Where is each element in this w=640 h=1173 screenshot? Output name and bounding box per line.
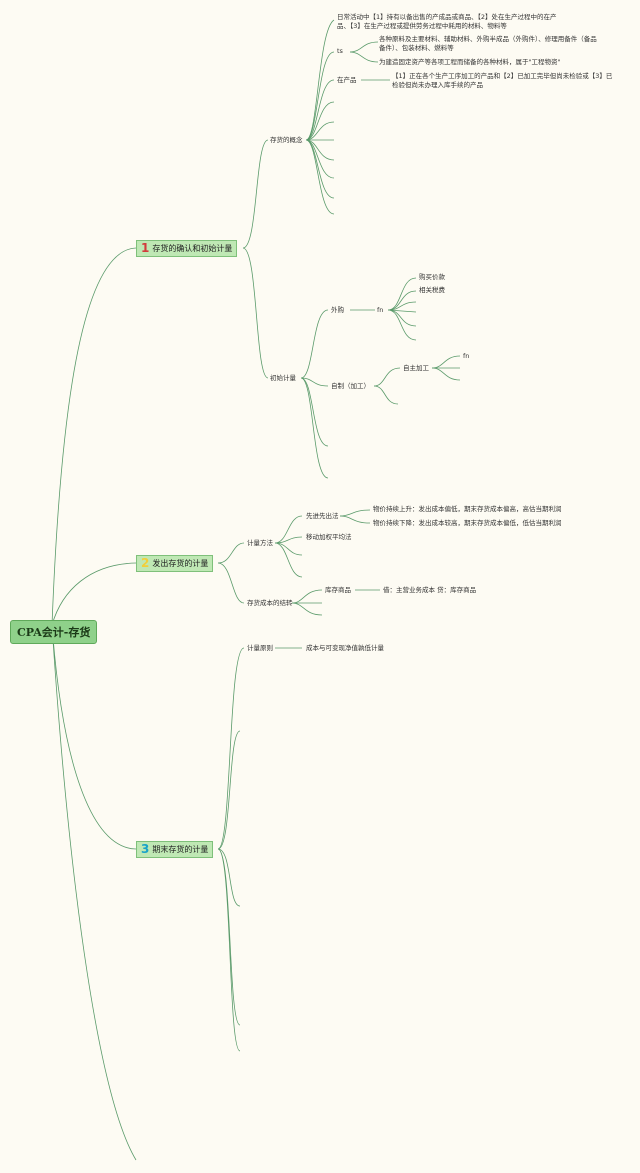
node-self-processing-fn[interactable]: fn (463, 352, 470, 360)
node-in-process[interactable]: 在产品 (337, 76, 357, 84)
node-measurement-principle[interactable]: 计量原则 (247, 644, 273, 652)
node-purchase-price[interactable]: 购买价款 (419, 273, 445, 281)
number-badge: 1 (141, 241, 150, 255)
node-ts[interactable]: ts (337, 47, 343, 55)
topic-label: 存货的确认和初始计量 (152, 244, 233, 253)
node-cost-carryover[interactable]: 存货成本的结转 (247, 599, 293, 607)
node-ts-engineering-materials[interactable]: 为建造固定资产等各项工程而储备的各种材料，属于"工程物资" (379, 58, 561, 66)
root-topic[interactable]: CPA会计-存货 (10, 620, 98, 644)
node-initial-measurement[interactable]: 初始计量 (270, 374, 296, 382)
node-journal-entry[interactable]: 借：主营业务成本 贷：库存商品 (383, 586, 477, 594)
node-lower-of-cost-nrv[interactable]: 成本与可变现净值孰低计量 (306, 644, 384, 652)
topic-label: 发出存货的计量 (152, 559, 209, 568)
node-fifo-rising[interactable]: 物价持续上升：发出成本偏低，期末存货成本偏高，高估当期利润 (373, 505, 562, 513)
node-fifo[interactable]: 先进先出法 (306, 512, 339, 520)
node-self-made[interactable]: 自制（加工） (331, 382, 370, 390)
node-concept-definition[interactable]: 日常活动中【1】持有以备出售的产成品或商品、【2】处在生产过程中的在产品、【3】… (337, 13, 557, 30)
node-purchase[interactable]: 外购 (331, 306, 344, 314)
node-inventory-concept[interactable]: 存货的概念 (270, 136, 303, 144)
topic-label: 期末存货的计量 (152, 845, 209, 854)
node-purchase-fn[interactable]: fn (377, 306, 384, 314)
number-badge: 2 (141, 556, 150, 570)
node-stock-goods[interactable]: 库存商品 (325, 586, 351, 594)
node-fifo-falling[interactable]: 物价持续下降：发出成本较高，期末存货成本偏低，低估当期利润 (373, 519, 562, 527)
node-related-taxes[interactable]: 相关税费 (419, 286, 445, 294)
node-measurement-method[interactable]: 计量方法 (247, 539, 273, 547)
node-in-process-detail[interactable]: 【1】正在各个生产工序加工的产品和【2】已加工完毕但尚未检验或【3】已检验但尚未… (392, 72, 613, 89)
node-self-processing[interactable]: 自主加工 (403, 364, 429, 372)
number-badge: 3 (141, 842, 150, 856)
node-ts-materials[interactable]: 各种原料及主要材料、辅助材料、外购半成品（外购件）、修理用备件（备品备件）、包装… (379, 35, 597, 52)
node-moving-average[interactable]: 移动加权平均法 (306, 533, 352, 541)
